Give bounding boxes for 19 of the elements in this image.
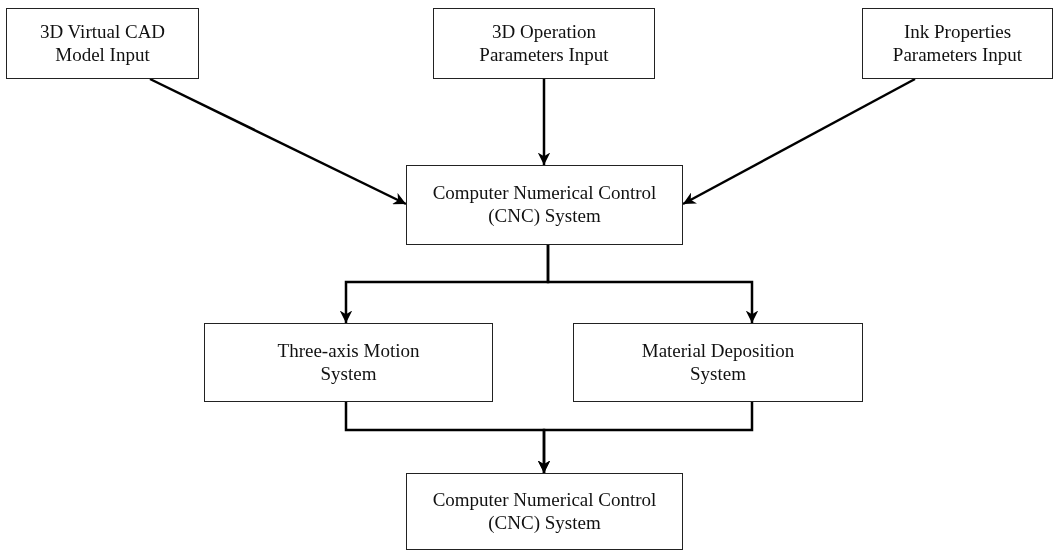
box-label: 3D Operation Parameters Input (478, 20, 610, 67)
arrow (149, 77, 407, 206)
box-label: Material Deposition System (640, 339, 796, 386)
process-box (6, 8, 199, 79)
process-box (204, 323, 493, 402)
arrow (537, 402, 754, 473)
box-label: Computer Numerical Control (CNC) System (431, 182, 658, 228)
process-box (862, 8, 1053, 79)
process-box (433, 8, 655, 79)
box-label: 3D Virtual CAD Model Input (38, 20, 167, 67)
box-label: Three-axis Motion System (276, 339, 421, 386)
process-box (406, 165, 683, 245)
arrow (537, 79, 551, 165)
process-box (406, 473, 683, 550)
process-box (573, 323, 863, 402)
arrow (546, 245, 759, 323)
box-label: Ink Properties Parameters Input (891, 20, 1024, 67)
arrow (682, 77, 916, 206)
box-label: Computer Numerical Control (CNC) System (431, 488, 658, 535)
